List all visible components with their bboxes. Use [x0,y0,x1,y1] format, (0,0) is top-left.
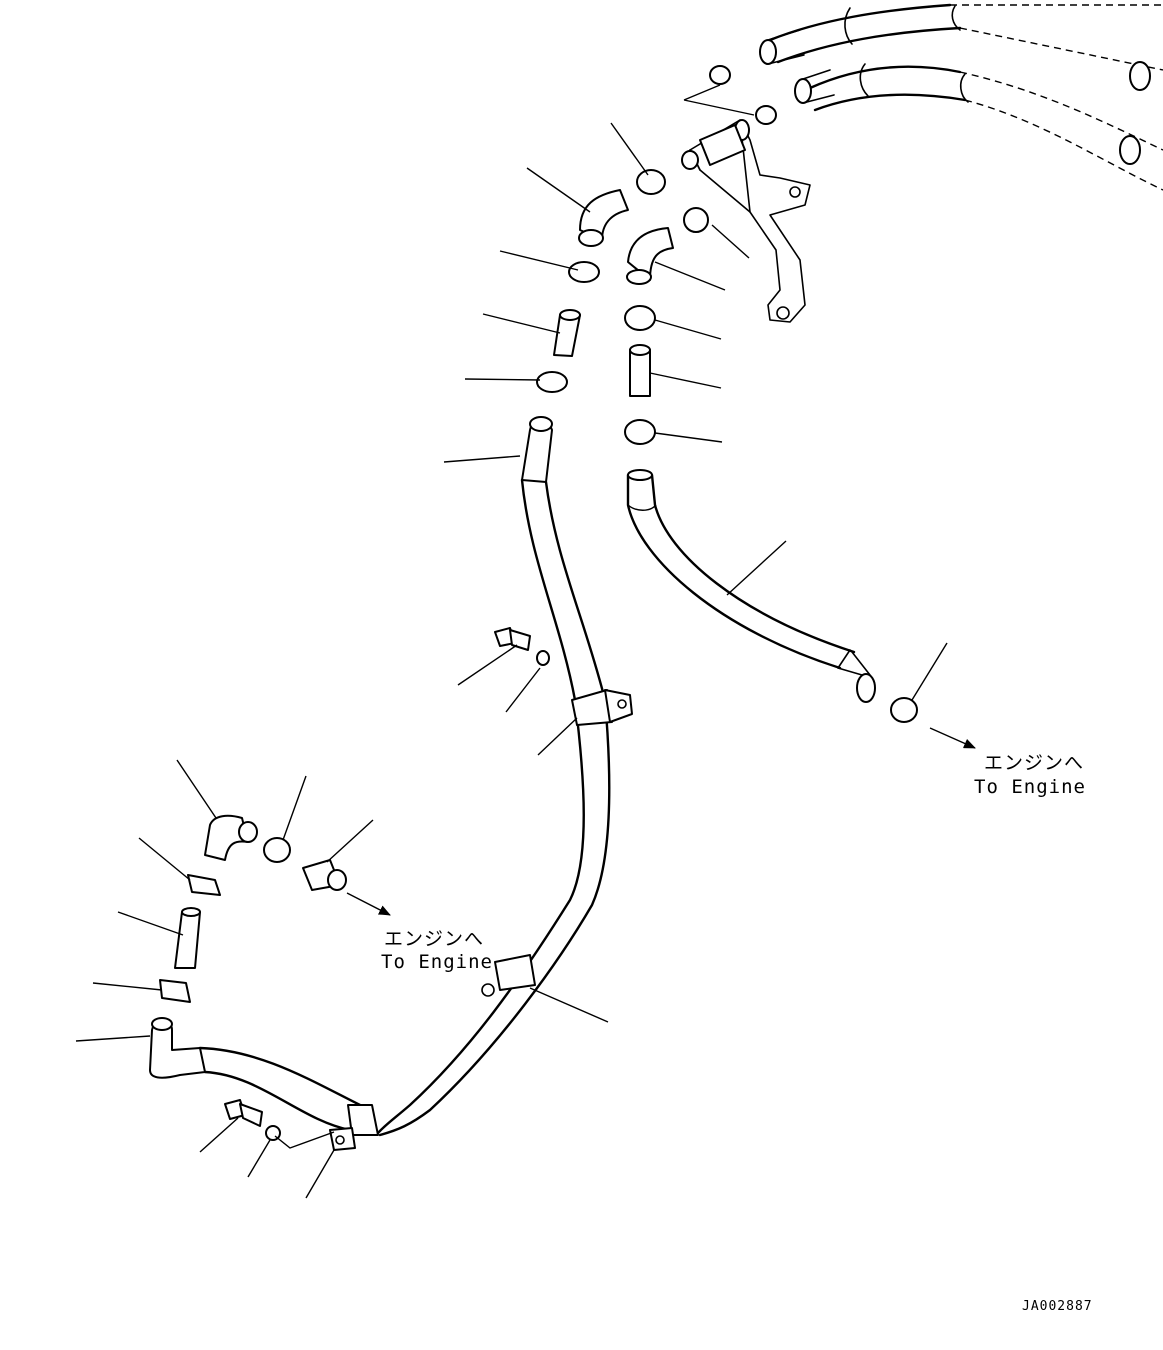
to-engine-arrow-left [346,892,391,916]
to-engine-arrow-right [929,727,976,749]
upper-right-elbow-group [624,207,709,445]
to-engine-left-jp: エンジンへ [384,928,485,950]
to-engine-right-jp: エンジンへ [984,752,1085,774]
right-hose [626,469,918,723]
drawing-code: JA002887 [1022,1299,1093,1314]
to-engine-left-en: To Engine [381,951,493,973]
upper-hose-bundle [759,3,1163,191]
bolts-and-washers [224,627,550,1149]
upper-left-elbow-group [536,169,666,393]
left-hose [149,416,633,1151]
lower-left-fittings [159,814,347,1003]
bracket-fittings [681,65,777,170]
to-engine-right-en: To Engine [974,776,1086,798]
leader-lines [75,122,948,1199]
